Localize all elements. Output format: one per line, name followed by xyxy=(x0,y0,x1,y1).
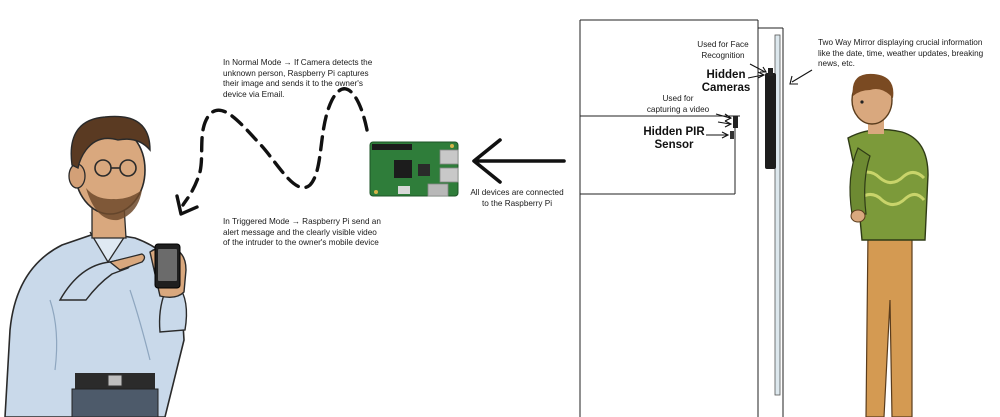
mirror-display-icon xyxy=(765,73,776,169)
raspberry-pi-board-icon xyxy=(369,141,459,197)
triggered-mode-text: In Triggered Mode → Raspberry Pi send an… xyxy=(223,217,381,248)
normal-mode-text: In Normal Mode → If Camera detects the u… xyxy=(223,58,373,99)
pointer-arrows xyxy=(706,63,813,139)
connection-arrow-icon xyxy=(472,138,566,184)
face-camera-icon xyxy=(768,68,773,76)
hidden-cameras-label: Hidden Cameras xyxy=(701,69,751,94)
face-recognition-label: Used for Face Recognition xyxy=(697,40,749,60)
capturing-video-label: Used for capturing a video xyxy=(646,94,710,114)
pir-sensor-icon xyxy=(730,131,734,139)
owner-person-icon xyxy=(4,115,188,417)
visitor-person-icon xyxy=(847,73,929,417)
dashed-wave-path xyxy=(181,87,369,207)
house-wall-diagram xyxy=(579,19,784,417)
mirror-info-text: Two Way Mirror displaying crucial inform… xyxy=(818,38,984,69)
hidden-pir-label: Hidden PIR Sensor xyxy=(643,126,705,151)
connected-text: All devices are connected to the Raspber… xyxy=(470,188,564,208)
video-camera-icon xyxy=(733,116,738,128)
dashed-arrowhead-icon xyxy=(175,194,199,216)
